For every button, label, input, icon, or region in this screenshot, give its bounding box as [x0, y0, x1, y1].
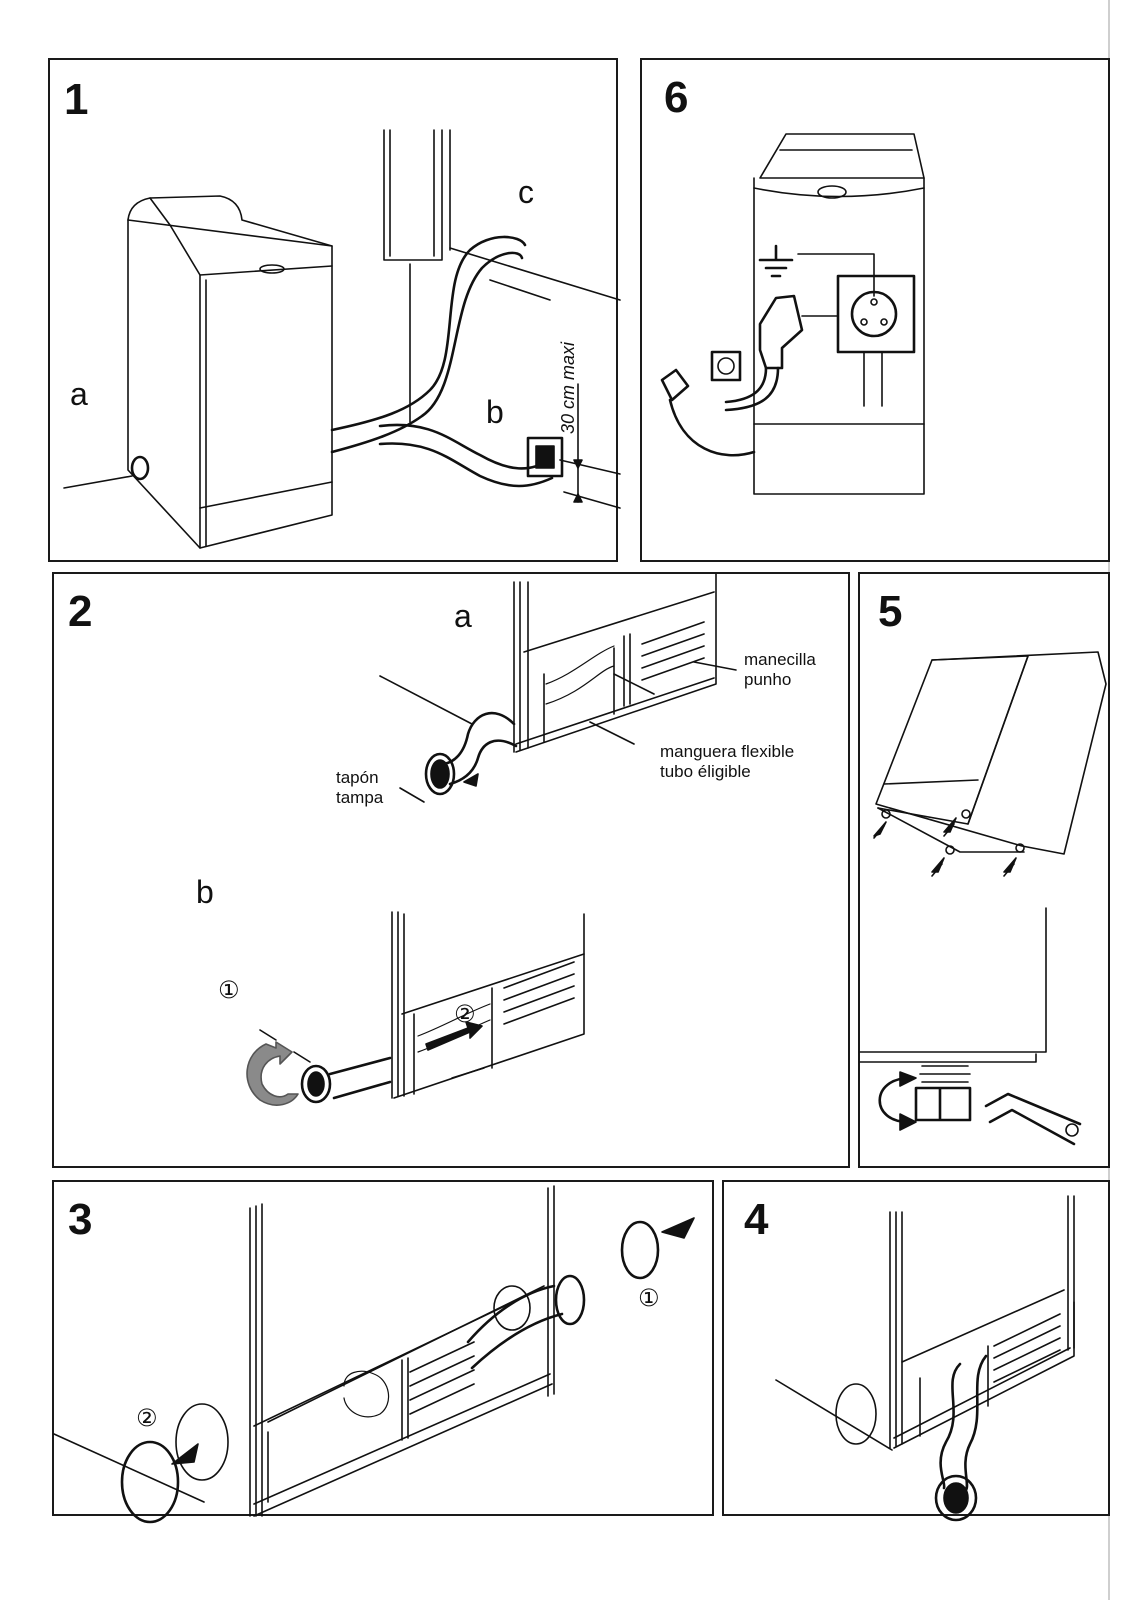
label-c: c [518, 174, 534, 210]
insert-arrow [425, 1021, 483, 1051]
caption-tapon: tapón [336, 768, 379, 787]
caption-punho: punho [744, 670, 792, 689]
panel-6: 6 [640, 58, 1110, 562]
panel-number: 1 [64, 75, 89, 124]
hose-ring [554, 1274, 586, 1326]
panel-number: 3 [68, 1195, 93, 1244]
step-2-marker: ② [136, 1404, 158, 1432]
vent-hose [330, 235, 527, 432]
hose-cap [934, 1474, 978, 1522]
exhaust-hose [939, 1362, 962, 1490]
step-1-marker: ① [638, 1284, 660, 1312]
hose-end [328, 1056, 392, 1100]
blank-cover [120, 1440, 180, 1524]
panel-number: 4 [744, 1195, 769, 1244]
hose-inside [545, 645, 615, 705]
side-vent [130, 455, 150, 481]
panel-5: 5 [858, 572, 1110, 1168]
hose-out [442, 711, 516, 766]
foot-nut [914, 1086, 972, 1122]
foot-thread [919, 1065, 971, 1083]
ground-symbol [758, 244, 794, 278]
dryer-front [753, 177, 925, 495]
inner-hose [343, 1370, 390, 1418]
panel-number: 5 [878, 587, 903, 636]
label-a: a [70, 376, 88, 412]
small-socket [710, 350, 742, 382]
rotate-arrow [246, 1041, 299, 1106]
hose-routed-illustration [775, 1195, 1075, 1522]
label-b: b [486, 394, 504, 430]
panel-4: 4 [722, 1180, 1110, 1522]
panel-number: 6 [664, 73, 689, 122]
dryer-top [127, 195, 333, 247]
window-frame [383, 129, 443, 261]
panel-3: 3 ① ② [52, 1180, 714, 1524]
through-hose [466, 1284, 564, 1370]
plug [660, 368, 690, 402]
caption-tubo-eligible: tubo éligible [660, 762, 751, 781]
tilted-dryer [875, 651, 1107, 855]
caption-manguera-flexible: manguera flexible [660, 742, 795, 761]
hose-cap [300, 1064, 332, 1104]
leveling-feet-illustration [859, 651, 1107, 1146]
vent-cover [620, 1220, 660, 1280]
caption-manecilla: manecilla [744, 650, 816, 669]
label-a: a [454, 598, 472, 634]
hose-cap [424, 752, 456, 796]
panel-number: 2 [68, 587, 93, 636]
caption-tampa: tampa [336, 788, 384, 807]
step-1-marker: ① [218, 976, 240, 1004]
large-socket [836, 274, 916, 354]
electrical-connection-illustration [660, 133, 925, 495]
blank-cover [835, 1383, 877, 1445]
wrench [984, 1092, 1082, 1146]
wall-outlet [526, 436, 564, 478]
label-b: b [196, 874, 214, 910]
lid-handle [817, 185, 847, 199]
rotate-arrow [878, 1076, 912, 1124]
dryer-body [127, 219, 333, 549]
dryer-with-vent-hose-illustration [63, 129, 621, 549]
large-plug [758, 294, 804, 370]
vent-cover-swap-illustration [53, 1185, 695, 1524]
panel-1: 1 a b c 30 cm maxi [48, 58, 621, 562]
hose-removal-illustration [246, 573, 737, 1106]
step-2-marker: ② [454, 1000, 476, 1028]
lid-handle [259, 264, 285, 274]
power-cord [668, 398, 756, 457]
panel-2: 2 a b manecilla punho manguera flexible … [52, 572, 850, 1168]
